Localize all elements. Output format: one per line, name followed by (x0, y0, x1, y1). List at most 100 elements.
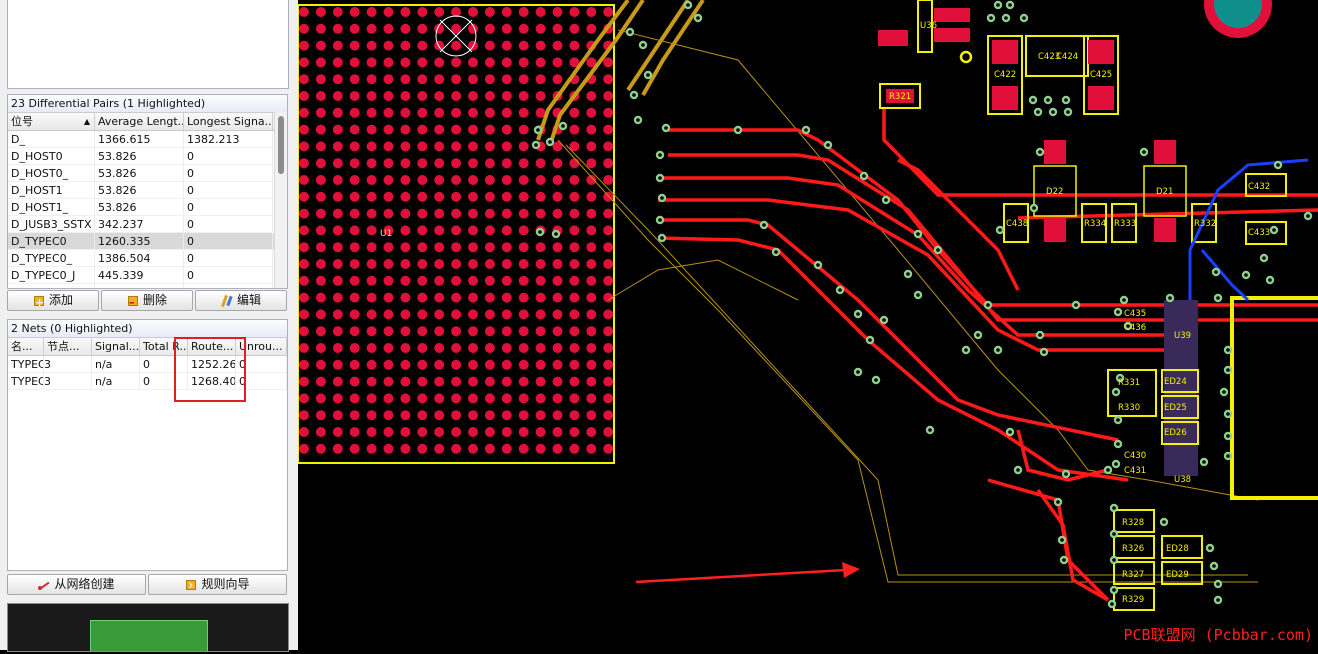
add-button-label: 添加 (48, 293, 73, 307)
pcb-layout[interactable]: U1 (297, 0, 1318, 650)
wizard-icon (185, 575, 197, 596)
delete-button-label: 删除 (142, 293, 167, 307)
component-label: C422 (994, 70, 1016, 80)
board-thumbnail (90, 620, 208, 651)
nets-title: 2 Nets (0 Highlighted) (8, 320, 287, 338)
nets-group: 2 Nets (0 Highlighted) 名... 节点... Signal… (7, 319, 288, 571)
table-cell: 342.237 (95, 216, 184, 233)
table-cell: 53.826 (95, 148, 184, 165)
table-cell: 0 (236, 373, 287, 390)
column-nodes[interactable]: 节点... (44, 338, 92, 355)
table-cell: 0 (184, 148, 273, 165)
column-routed[interactable]: Route... (188, 338, 236, 355)
component-label: R330 (1118, 403, 1140, 413)
delete-button[interactable]: 删除 (101, 290, 193, 313)
component-label: R328 (1122, 518, 1144, 528)
component-label: C430 (1124, 451, 1146, 461)
table-cell: 1268.408 (188, 373, 236, 390)
table-cell: D_HOST1_ (8, 199, 95, 216)
table-cell: 53.826 (95, 182, 184, 199)
column-net-name[interactable]: 名... (8, 338, 44, 355)
component-label: R327 (1122, 570, 1144, 580)
rule-wizard-label: 规则向导 (201, 577, 250, 591)
column-unrouted[interactable]: Unrou... (236, 338, 287, 355)
bga-pads (299, 7, 614, 454)
component-label: R326 (1122, 544, 1144, 554)
nets-buttons: 从网络创建 规则向导 (7, 574, 287, 596)
table-cell: D_HOST0 (8, 148, 95, 165)
component-label: R321 (889, 92, 911, 102)
table-cell: D_HOST1 (8, 182, 95, 199)
table-row[interactable]: D_TYPEC0_RX1783.4740 (8, 284, 287, 288)
annotation-arrow (635, 562, 860, 584)
component-label: U39 (1174, 331, 1191, 341)
table-cell: 1783.474 (95, 284, 184, 288)
column-average-length[interactable]: Average Lengt... (95, 113, 184, 130)
table-cell: 0 (184, 250, 273, 267)
differential-pairs-title: 23 Differential Pairs (1 Highlighted) (8, 95, 287, 113)
component-label: ED28 (1166, 544, 1189, 554)
edit-icon (221, 295, 233, 307)
component-label: U36 (920, 21, 937, 31)
table-cell: D_HOST0_ (8, 165, 95, 182)
table-cell: D_TYPEC0_RX (8, 284, 95, 288)
pcb-canvas[interactable]: U1 (297, 0, 1318, 650)
nets-header: 名... 节点... Signal... Total R... Route...… (8, 338, 287, 356)
vertical-scrollbar[interactable] (274, 112, 287, 288)
add-button[interactable]: 添加 (7, 290, 99, 313)
component-label: R333 (1114, 219, 1136, 229)
board-preview[interactable] (7, 603, 289, 652)
table-cell: 3 (44, 356, 92, 373)
column-longest-signal[interactable]: Longest Signa... (184, 113, 273, 130)
component-label: ED24 (1164, 377, 1187, 387)
table-cell: n/a (92, 373, 140, 390)
differential-pairs-group: 23 Differential Pairs (1 Highlighted) 位号… (7, 94, 288, 289)
component-label: C435 (1124, 309, 1146, 319)
column-total[interactable]: Total R... (140, 338, 188, 355)
component-label: C436 (1124, 323, 1146, 333)
delete-icon (127, 292, 139, 313)
column-designator[interactable]: 位号 ▲ (8, 113, 95, 130)
table-cell: D_TYPEC0_ (8, 250, 95, 267)
table-cell: 1252.263 (188, 356, 236, 373)
rule-wizard-button[interactable]: 规则向导 (148, 574, 287, 596)
differential-pairs-header: 位号 ▲ Average Lengt... Longest Signa... (8, 113, 287, 131)
component-label: D21 (1156, 187, 1173, 197)
classes-list[interactable] (7, 0, 289, 89)
add-icon (33, 292, 45, 313)
edit-button-label: 编辑 (236, 293, 261, 307)
table-cell: 445.339 (95, 267, 184, 284)
table-cell: 0 (140, 356, 188, 373)
component-label: R331 (1118, 378, 1140, 388)
column-signal[interactable]: Signal... (92, 338, 140, 355)
table-cell: TYPEC (8, 356, 44, 373)
column-designator-label: 位号 (11, 115, 33, 128)
table-cell: D_ (8, 131, 95, 148)
create-from-net-button[interactable]: 从网络创建 (7, 574, 146, 595)
crosshair-cursor-icon (435, 15, 477, 57)
red-traces (657, 108, 1318, 602)
table-cell: 0 (184, 165, 273, 182)
watermark: PCB联盟网 (Pcbbar.com) (1123, 626, 1314, 644)
table-cell: D_TYPEC0 (8, 233, 95, 250)
edit-button[interactable]: 编辑 (195, 290, 287, 311)
create-from-net-label: 从网络创建 (54, 577, 115, 591)
table-cell: 0 (184, 284, 273, 288)
component-label: U38 (1174, 475, 1191, 485)
gold-traces (536, 0, 705, 146)
component-label: ED25 (1164, 403, 1187, 413)
component-label: R329 (1122, 595, 1144, 605)
